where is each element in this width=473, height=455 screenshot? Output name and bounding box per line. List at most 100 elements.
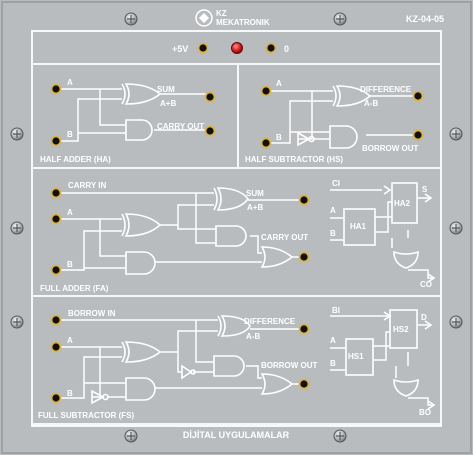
full-subtractor-section: BORROW IN A B DIFFERENCE A-B (38, 306, 436, 420)
screw-icon (124, 12, 138, 26)
fs-diff-label: DIFFERENCE (244, 317, 296, 326)
fs-borrow-label: BORROW OUT (261, 361, 318, 370)
hs-diff-socket[interactable] (412, 90, 424, 102)
ha-title: HALF ADDER (HA) (40, 155, 111, 164)
half-adder-section: A B SUM A+B CARRY OUT HALF ADDER (HA) (40, 78, 216, 164)
and-gate (213, 355, 245, 377)
xor-gate (121, 83, 162, 105)
screw-icon (10, 127, 24, 141)
hs-diff-label: DIFFERENCE (360, 85, 412, 94)
fa-input-b-label: B (67, 260, 73, 269)
fa-block-diagram: CI A B HA1 HA2 S CO (330, 179, 436, 289)
model-number: KZ-04-05 (406, 14, 444, 24)
hs-borrow-socket[interactable] (412, 129, 424, 141)
or-gate (393, 378, 419, 397)
fa-block-ci: CI (332, 179, 340, 188)
plus5v-label: +5V (172, 44, 188, 54)
screw-icon (124, 429, 138, 443)
hs-input-a-label: A (276, 79, 282, 88)
screw-icon (333, 429, 347, 443)
fa-sum-expr: A+B (247, 203, 263, 212)
fs-block-bi: BI (332, 306, 340, 315)
screw-icon (10, 315, 24, 329)
and-gate (215, 225, 247, 247)
fa-carry-in-label: CARRY IN (68, 181, 106, 190)
ha-input-b-socket[interactable] (50, 135, 62, 147)
screw-icon (449, 315, 463, 329)
half-subtractor-section: A B DIFFERENCE A-B BORROW OUT HALF SUBTR… (245, 79, 424, 164)
hs-diff-expr: A-B (364, 99, 378, 108)
main-frame (31, 30, 442, 427)
fa-block-ha2: HA2 (394, 199, 411, 208)
fs-block-hs2: HS2 (393, 325, 409, 334)
fs-input-b-socket[interactable] (50, 392, 62, 404)
hs1-block (345, 338, 374, 376)
fs-block-d: D (421, 313, 427, 322)
fa-carry-socket[interactable] (298, 251, 310, 263)
hs-borrow-label: BORROW OUT (362, 144, 419, 153)
fs-block-bo: BO (419, 408, 431, 417)
fa-sum-label: SUM (246, 189, 264, 198)
screw-icon (449, 221, 463, 235)
hs2-block (389, 309, 418, 349)
not-gate (91, 389, 109, 405)
ha-sum-expr: A+B (160, 99, 176, 108)
ha-input-a-label: A (67, 78, 73, 87)
brand-top: KZ (216, 9, 227, 18)
fs-block-a: A (330, 336, 336, 345)
fa-title: FULL ADDER (FA) (40, 284, 109, 293)
fs-diff-expr: A-B (246, 332, 260, 341)
ha-input-a-socket[interactable] (50, 83, 62, 95)
fa-sum-socket[interactable] (298, 194, 310, 206)
or-gate (260, 246, 294, 268)
fa-carry-in-socket[interactable] (50, 187, 62, 199)
fa-input-b-socket[interactable] (50, 264, 62, 276)
not-gate (181, 364, 196, 380)
fa-carry-label: CARRY OUT (261, 233, 308, 242)
fs-block-b: B (330, 359, 336, 368)
not-gate (297, 131, 315, 147)
fa-block-a: A (330, 206, 336, 215)
screw-icon (333, 12, 347, 26)
fs-title: FULL SUBTRACTOR (FS) (38, 411, 134, 420)
power-led (231, 42, 243, 54)
ha-carry-label: CARRY OUT (157, 122, 204, 131)
plus5v-socket[interactable] (197, 42, 209, 54)
fa-input-a-socket[interactable] (50, 213, 62, 225)
ha-carry-socket[interactable] (204, 125, 216, 137)
ha-sum-socket[interactable] (204, 91, 216, 103)
zero-label: 0 (284, 44, 289, 54)
and-gate (125, 377, 156, 401)
and-gate (125, 119, 153, 141)
xor-gate (217, 315, 251, 337)
fs-block-diagram: BI A B HS1 HS2 D BO (330, 306, 436, 417)
full-adder-section: CARRY IN A B SUM A+B CARRY OUT FULL ADDE… (40, 179, 436, 293)
fa-block-s: S (422, 185, 428, 194)
fs-input-a-label: A (67, 336, 73, 345)
fs-diff-socket[interactable] (298, 323, 310, 335)
hs-input-a-socket[interactable] (260, 85, 272, 97)
brand-logo (195, 9, 213, 27)
hs-title: HALF SUBTRACTOR (HS) (245, 155, 343, 164)
ha1-block (343, 208, 376, 246)
fa-block-ha1: HA1 (350, 222, 367, 231)
fs-input-a-socket[interactable] (50, 341, 62, 353)
or-gate (393, 250, 419, 269)
fs-block-hs1: HS1 (348, 352, 364, 361)
screws (10, 12, 463, 443)
ha2-block (391, 182, 418, 224)
xor-gate (121, 213, 162, 237)
xor-gate (332, 85, 372, 107)
brand-bottom: MEKATRONIK (216, 18, 270, 27)
hs-input-b-socket[interactable] (260, 137, 272, 149)
xor-gate (213, 187, 249, 211)
zero-socket[interactable] (265, 42, 277, 54)
fs-borrow-in-socket[interactable] (50, 314, 62, 326)
or-gate (260, 373, 294, 395)
fa-block-b: B (330, 229, 336, 238)
fa-input-a-label: A (67, 208, 73, 217)
fs-borrow-in-label: BORROW IN (68, 309, 116, 318)
fa-block-co: CO (420, 280, 432, 289)
fs-borrow-socket[interactable] (298, 378, 310, 390)
